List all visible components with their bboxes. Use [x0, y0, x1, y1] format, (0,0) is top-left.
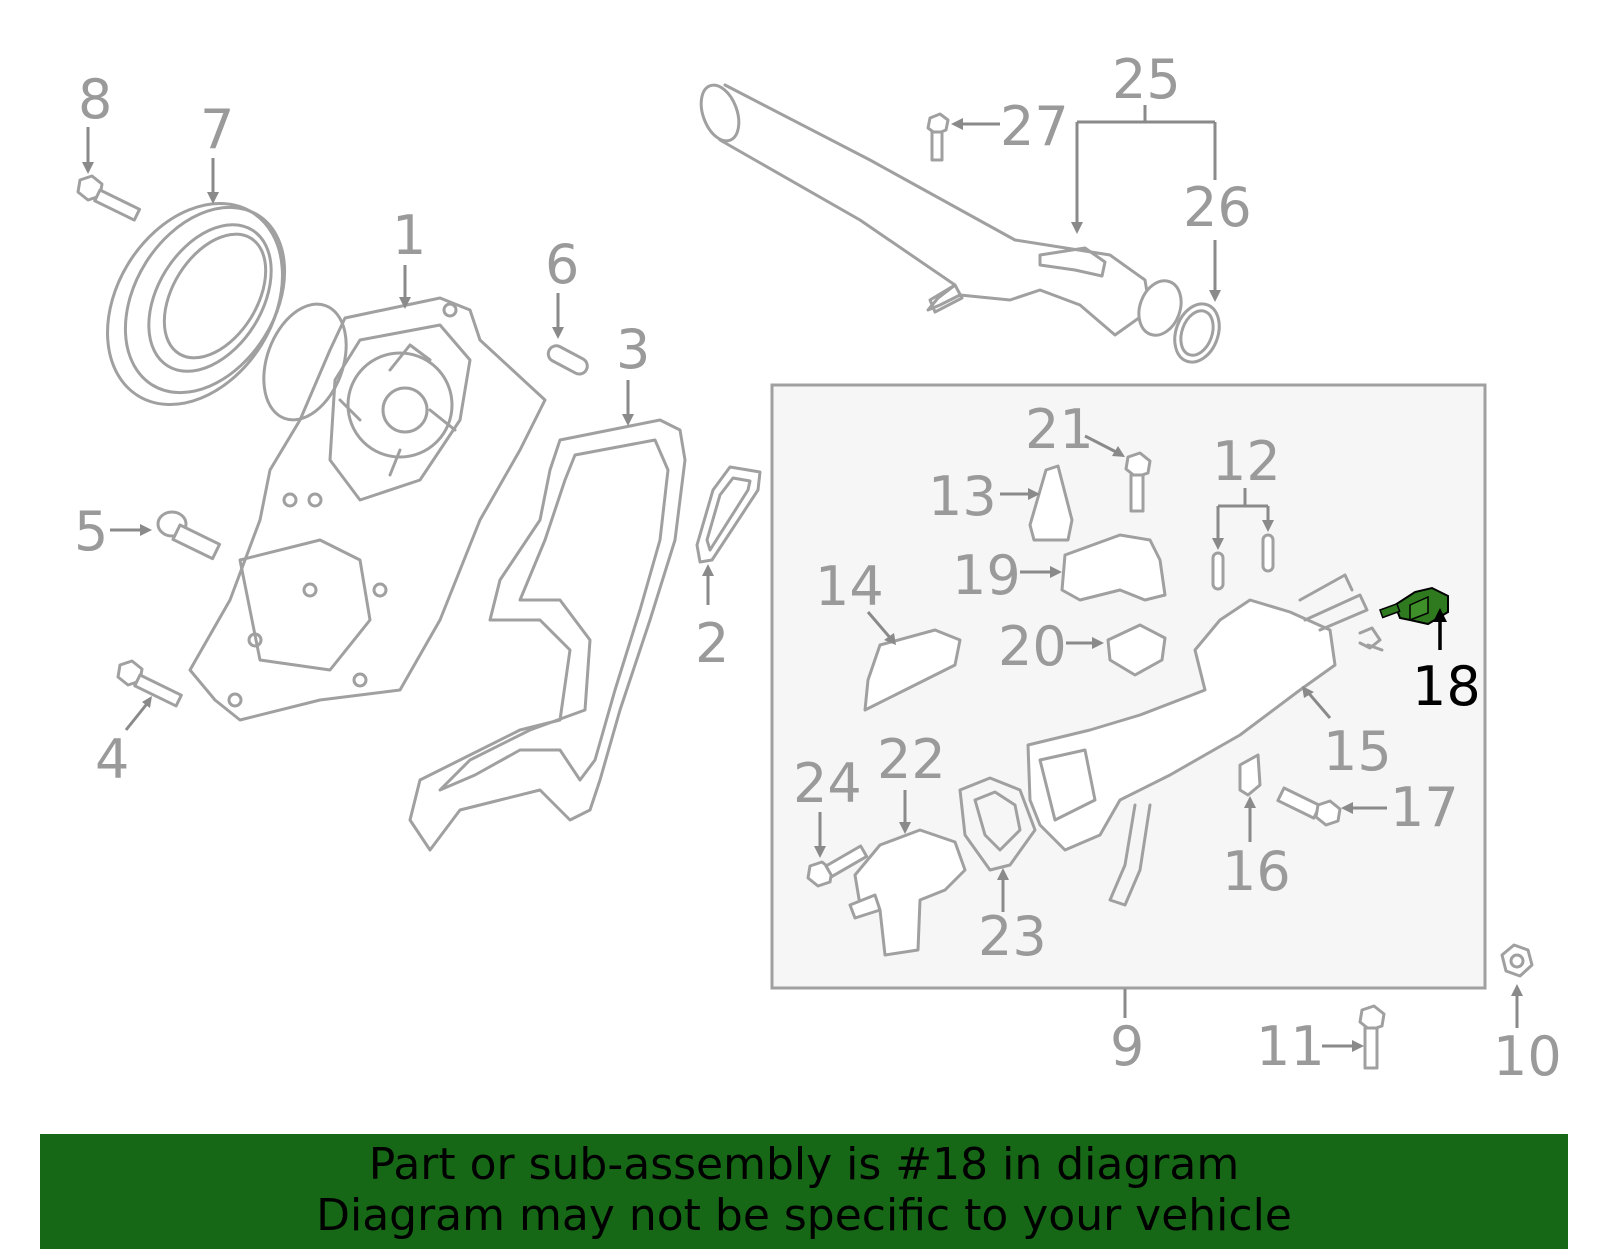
- callout-15: 15: [1323, 720, 1392, 783]
- banner-line-1: Part or sub-assembly is #18 in diagram: [368, 1139, 1240, 1190]
- water-pump-part: [188, 296, 547, 722]
- bolt-11-part: [1358, 1004, 1386, 1070]
- housing-15-tube: [1108, 803, 1152, 907]
- callout-25: 25: [1112, 48, 1181, 111]
- callout-6: 6: [545, 233, 579, 296]
- bolt-5-part: [156, 510, 222, 561]
- callout-14: 14: [815, 555, 884, 618]
- callout-9: 9: [1110, 1015, 1144, 1078]
- callout-24: 24: [793, 752, 862, 815]
- callout-4: 4: [95, 728, 129, 791]
- bracket-16-part: [1238, 753, 1262, 797]
- callout-8: 8: [78, 68, 112, 131]
- callout-19: 19: [952, 544, 1021, 607]
- leader-lines: [82, 105, 1523, 1052]
- gasket-3-part: [408, 418, 687, 852]
- housing-15-outlets: [1298, 573, 1369, 632]
- banner-line-2: Diagram may not be specific to your vehi…: [316, 1190, 1292, 1241]
- o-ring-26-part: [1173, 302, 1221, 364]
- callout-10: 10: [1493, 1025, 1562, 1088]
- callout-27: 27: [1000, 95, 1069, 158]
- o-ring-26-inner: [1179, 309, 1215, 357]
- callout-23: 23: [978, 905, 1047, 968]
- thermostat-22-stem: [848, 893, 882, 920]
- callout-7: 7: [200, 98, 234, 161]
- callout-2: 2: [695, 612, 729, 675]
- bolt-17-part: [1276, 786, 1342, 827]
- pulley-part: [106, 202, 287, 406]
- clip-part: [1358, 626, 1384, 652]
- callout-18: 18: [1412, 655, 1481, 718]
- nut-10-part: [1500, 943, 1534, 978]
- callout-5: 5: [74, 500, 108, 563]
- bolt-21-part: [1124, 451, 1152, 513]
- callout-16: 16: [1222, 840, 1291, 903]
- dowel-6-part: [546, 344, 589, 376]
- housing-19-part: [1060, 533, 1167, 602]
- sensor-18-part: [1379, 586, 1449, 626]
- callout-1: 1: [392, 204, 426, 267]
- bolt-27-part: [926, 112, 950, 162]
- callout-21: 21: [1025, 398, 1094, 461]
- pin-12b-part: [1261, 533, 1275, 573]
- callout-11: 11: [1256, 1015, 1325, 1078]
- pipe-25-part: [699, 83, 1183, 337]
- pin-12a-part: [1211, 551, 1225, 591]
- callout-17: 17: [1390, 776, 1459, 839]
- callout-12: 12: [1212, 430, 1281, 493]
- gasket-23-part: [958, 776, 1037, 872]
- callout-22: 22: [877, 728, 946, 791]
- bracket-13-part: [1028, 464, 1074, 542]
- callout-20: 20: [998, 615, 1067, 678]
- gasket-2-part: [695, 465, 762, 564]
- callout-26: 26: [1183, 176, 1252, 239]
- housing-15-part: [1026, 598, 1337, 852]
- info-banner: Part or sub-assembly is #18 in diagram D…: [40, 1134, 1568, 1249]
- gasket-20-part: [1106, 623, 1167, 677]
- plate-14-part: [863, 628, 962, 712]
- callout-13: 13: [928, 465, 997, 528]
- bolt-4-part: [116, 659, 183, 708]
- callout-3: 3: [616, 318, 650, 381]
- bolt-8-part: [76, 174, 142, 222]
- bolt-24-part: [806, 844, 869, 888]
- housing-15-port: [1038, 748, 1097, 822]
